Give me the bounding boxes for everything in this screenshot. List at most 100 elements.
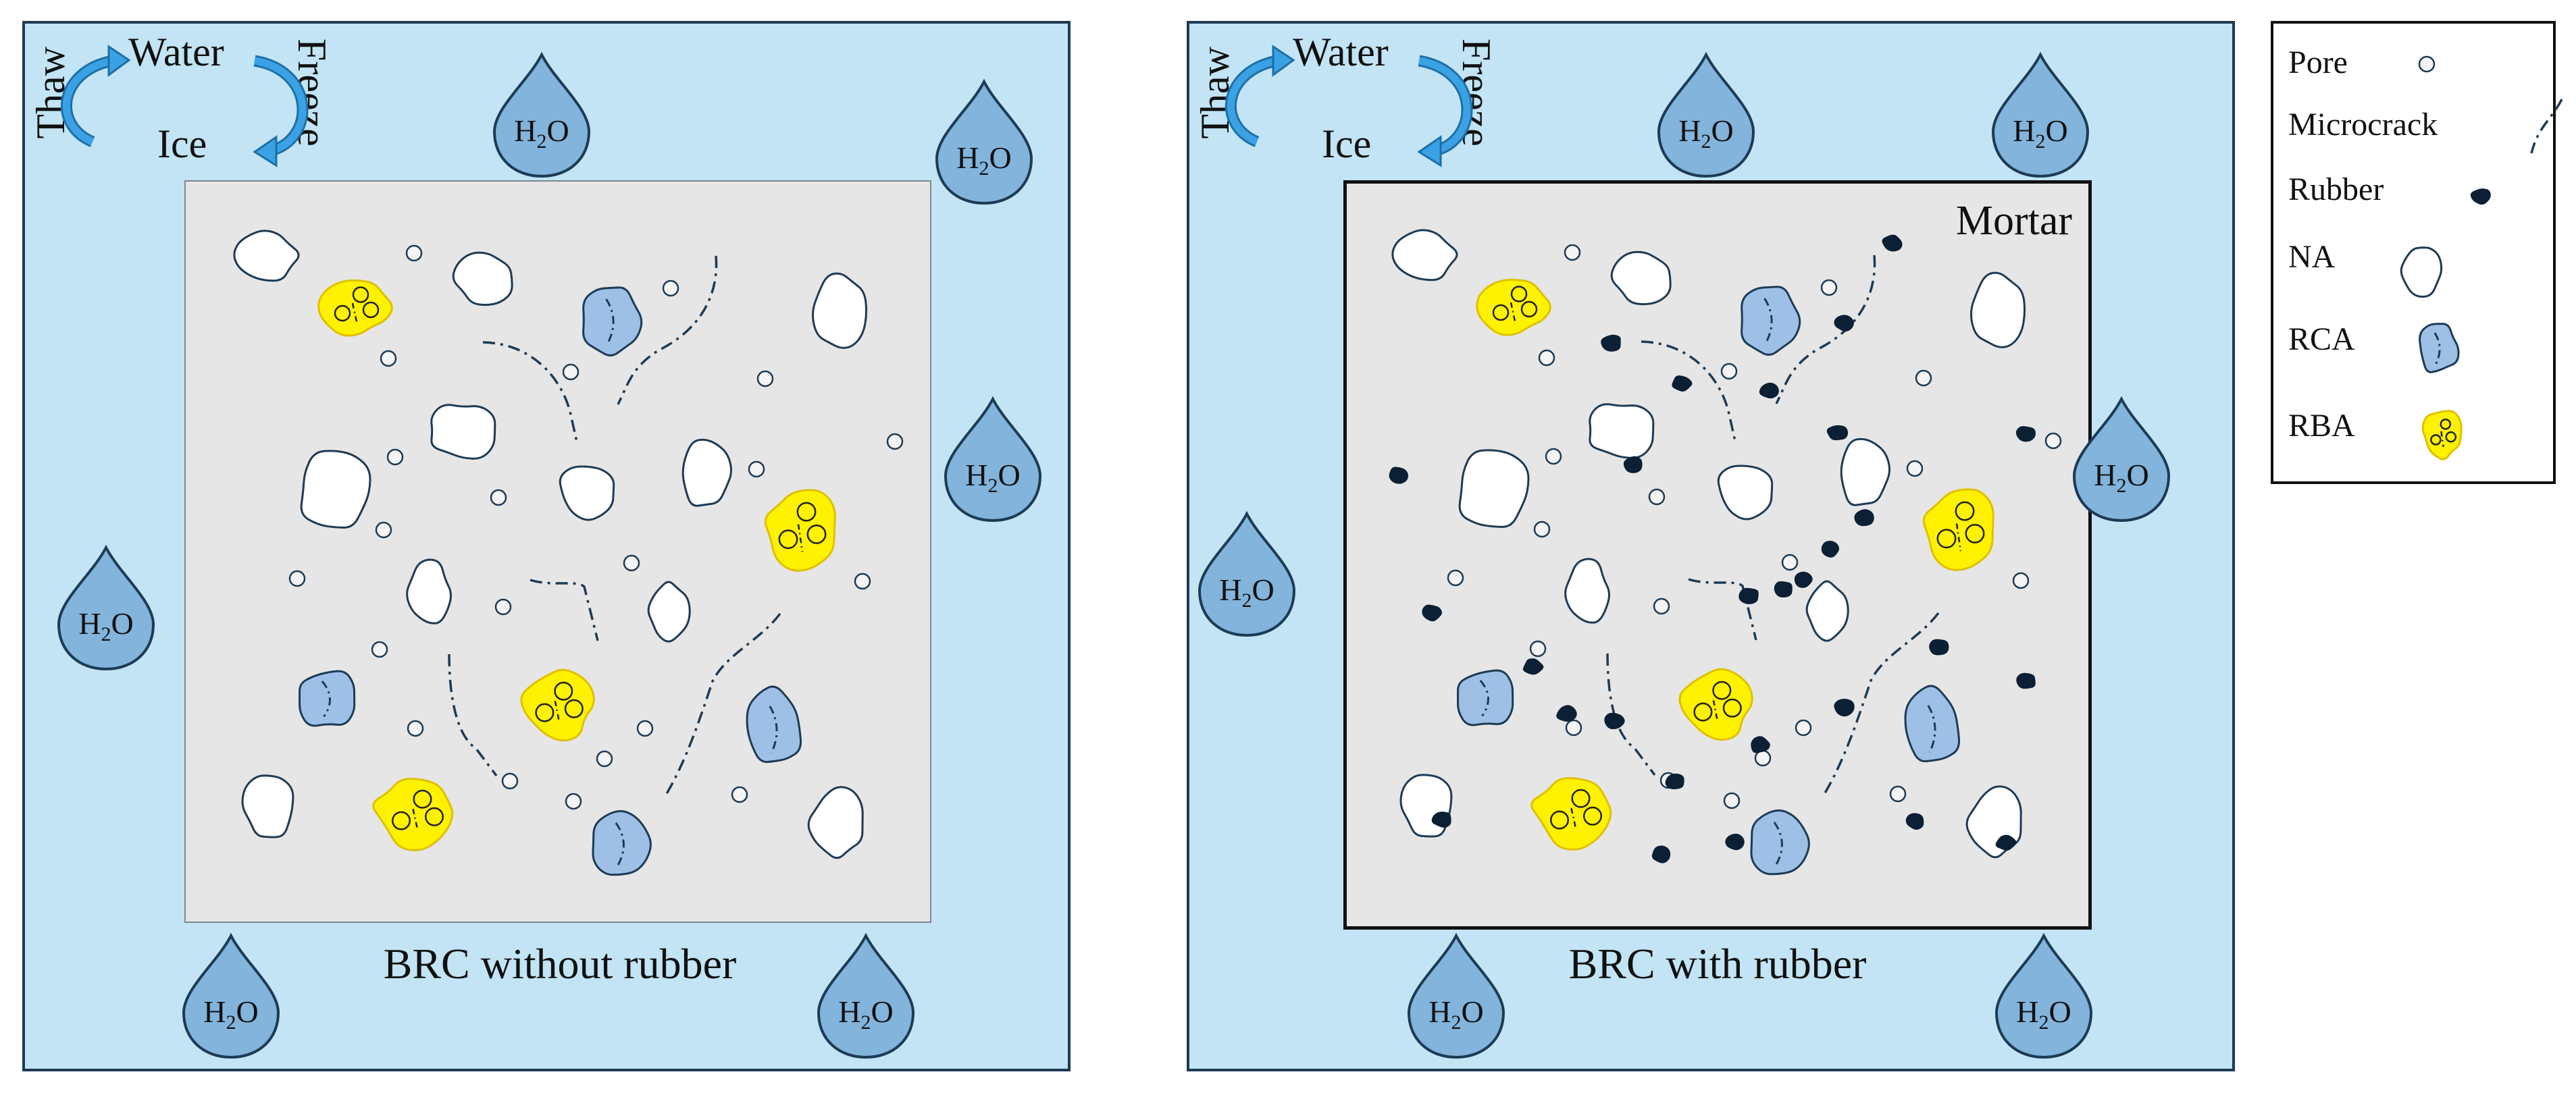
na-particle	[300, 450, 371, 529]
formula-o: O	[1461, 994, 1484, 1029]
cycle-ice: Ice	[157, 122, 207, 166]
pore	[748, 460, 765, 478]
rubber-particle	[1623, 456, 1643, 473]
rba-pore	[413, 789, 432, 809]
rubber-particle	[1774, 581, 1793, 598]
thaw-arrow-fill	[62, 57, 114, 146]
formula-h: H	[965, 458, 988, 492]
rubber-particle	[1672, 375, 1693, 392]
legend-label-rca: RCA	[2288, 321, 2355, 357]
rba-internal-crack	[2440, 431, 2444, 448]
pore	[756, 370, 774, 388]
pore	[662, 279, 679, 297]
microcrack	[482, 341, 579, 446]
specimen-particles	[233, 230, 904, 876]
rca-particle	[746, 685, 802, 764]
na-particle	[1840, 437, 1890, 506]
rba-pore	[391, 811, 411, 830]
formula-h: H	[203, 994, 226, 1029]
rca-internal-crack	[1479, 680, 1489, 717]
na-particle	[807, 786, 864, 859]
pore	[494, 598, 512, 616]
formula-subscript: 2	[860, 1011, 871, 1034]
rba-pore	[424, 807, 444, 826]
rca-internal-crack	[769, 705, 778, 753]
rca-internal-crack	[1927, 705, 1936, 753]
thaw-arrowhead	[107, 45, 131, 77]
rba-internal-crack	[1955, 523, 1962, 552]
rubber-particle	[1834, 315, 1854, 332]
rba-pore	[1712, 681, 1732, 700]
water-drop: H2O	[1655, 51, 1757, 179]
water-drop: H2O	[815, 932, 917, 1060]
pore	[386, 448, 404, 466]
pore	[1820, 279, 1838, 296]
rba-pore	[1510, 286, 1528, 302]
formula-o: O	[111, 606, 134, 641]
na-particle	[559, 465, 615, 521]
formula-o: O	[2126, 458, 2149, 492]
water-drop-icon	[1994, 932, 2093, 1059]
freeze-arrowhead	[253, 135, 278, 167]
cycle-ice: Ice	[1322, 122, 1372, 166]
rubber-particle	[1882, 234, 1903, 252]
rba-pore	[1722, 698, 1742, 718]
rba-pore	[1936, 529, 1957, 549]
na-particle	[1564, 558, 1611, 624]
formula-o: O	[871, 994, 894, 1029]
formula-h: H	[838, 994, 861, 1029]
rba-particle	[317, 279, 393, 337]
pore	[1723, 792, 1741, 809]
formula-h: H	[514, 113, 537, 148]
microcrack	[530, 579, 599, 641]
pore	[375, 521, 392, 539]
water-drop-label: H2O	[1655, 113, 1757, 153]
formula-subscript: 2	[1701, 130, 1711, 153]
pore	[623, 554, 640, 572]
specimen-contents-right	[1389, 229, 2062, 876]
water-drop-icon	[1197, 510, 1296, 637]
formula-h: H	[2013, 113, 2036, 148]
rba-internal-crack	[1570, 807, 1577, 830]
freeze-thaw-cycle-arrows	[1225, 45, 1473, 167]
microcrack	[2530, 99, 2563, 154]
rca-particle	[299, 670, 356, 727]
microcrack	[664, 612, 781, 797]
water-drop-label: H2O	[815, 994, 917, 1034]
pore	[636, 720, 654, 737]
rba-pore	[2430, 434, 2442, 446]
mortar-label: Mortar	[1955, 198, 2072, 244]
pore	[1889, 785, 1907, 803]
rba-pore	[2440, 419, 2452, 430]
water-drop-label: H2O	[933, 140, 1035, 180]
water-drop-label: H2O	[1196, 572, 1297, 612]
rba-pore	[778, 529, 798, 550]
rca-particle	[1457, 669, 1514, 726]
water-drop-icon	[817, 932, 915, 1059]
legend-symbol-na	[2400, 246, 2443, 298]
pore	[1754, 749, 1772, 767]
pore	[731, 786, 748, 803]
water-drop-icon	[1407, 932, 1505, 1059]
na-particle	[1717, 464, 1774, 521]
formula-subscript: 2	[536, 130, 547, 153]
na-particle	[2400, 246, 2443, 298]
na-particle	[1610, 250, 1672, 306]
pore	[1447, 569, 1464, 587]
rca-particle	[2419, 323, 2460, 373]
rba-particle	[1922, 488, 1994, 571]
legend-label-rubber: Rubber	[2288, 171, 2384, 207]
rubber-particle	[1522, 658, 1544, 675]
rca-particle	[1904, 685, 1961, 763]
pore	[1795, 719, 1812, 737]
legend-label-rba: RBA	[2288, 408, 2355, 444]
water-drop: H2O	[1196, 510, 1297, 638]
rba-particle	[1678, 668, 1753, 741]
rubber-particle	[2015, 426, 2036, 442]
pore	[1529, 640, 1547, 658]
water-drop-label: H2O	[55, 606, 157, 646]
cycle-water: Water	[1293, 30, 1389, 74]
na-particle	[233, 230, 300, 282]
rba-particle	[520, 668, 595, 742]
rba-pore	[1549, 810, 1570, 830]
